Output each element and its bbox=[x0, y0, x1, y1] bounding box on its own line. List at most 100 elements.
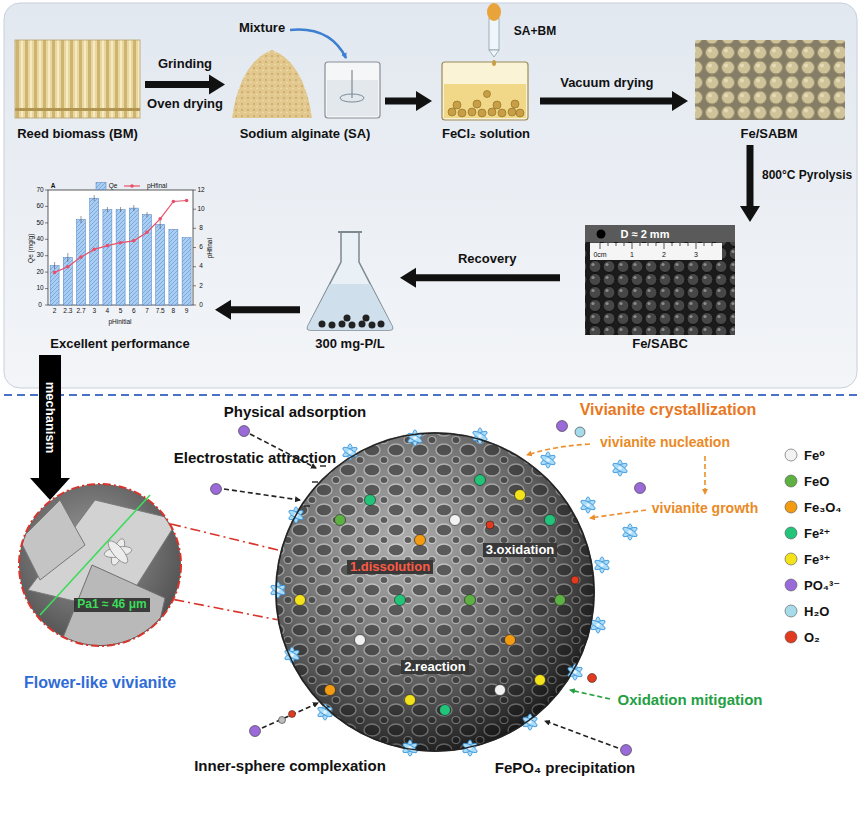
chart-text: 2.7 bbox=[76, 308, 85, 315]
legend-row: PO₄³⁻ bbox=[784, 572, 842, 598]
legend-swatch bbox=[784, 474, 798, 488]
chart-text: 2 bbox=[53, 308, 57, 315]
chart-text: 30 bbox=[36, 252, 43, 259]
arrow-head bbox=[209, 75, 225, 95]
legend-dot bbox=[785, 553, 797, 565]
arrow-head bbox=[400, 268, 416, 288]
chart-text: 6 bbox=[132, 308, 136, 315]
legend-swatch bbox=[784, 552, 798, 566]
step-label: Excellent performance bbox=[50, 337, 189, 352]
scale-text: Pa1 ≈ 46 μm bbox=[74, 598, 149, 612]
connector-shaft bbox=[145, 81, 211, 88]
chart-text: 4 bbox=[106, 308, 110, 315]
connector-shaft bbox=[385, 98, 418, 105]
connector-shaft bbox=[174, 600, 277, 620]
step-box: Fe/SABM bbox=[688, 35, 850, 145]
chart-text: 4 bbox=[199, 263, 203, 270]
step-text: 3.oxidation bbox=[483, 543, 558, 558]
chart-text: 12 bbox=[197, 187, 204, 194]
mechanism-label: Electrostatic attraction bbox=[174, 449, 337, 466]
sem-circle: Pa1 ≈ 46 μmFlower-like vivianite bbox=[18, 483, 182, 647]
size-note: D ≈ 2 mm bbox=[621, 228, 670, 241]
circle-outline bbox=[275, 432, 595, 752]
flow-arrow bbox=[740, 145, 760, 222]
legend-dot bbox=[785, 631, 797, 643]
mechanism-label: Physical adsorption bbox=[224, 403, 367, 420]
mechanism-label: FePO₄ precipitation bbox=[495, 759, 636, 776]
flow-arrow bbox=[400, 268, 560, 288]
circle-border bbox=[276, 433, 594, 751]
step-box: FeCl₂ solution bbox=[432, 35, 540, 145]
chart-text: 20 bbox=[36, 269, 43, 276]
legend-text: PO₄³⁻ bbox=[804, 578, 840, 593]
process-label: vivianite nucleation bbox=[600, 434, 730, 450]
legend-text: Fe³⁺ bbox=[804, 552, 830, 567]
chart-text: 2 bbox=[199, 283, 203, 290]
process-label: Oxidation mitigation bbox=[618, 691, 763, 708]
link-line bbox=[171, 524, 280, 551]
link-line bbox=[174, 600, 277, 620]
chart-text: pHfinal bbox=[147, 183, 167, 190]
step-label: FeCl₂ solution bbox=[442, 127, 530, 142]
chart-text: 8 bbox=[172, 308, 176, 315]
step-box: Excellent performance bbox=[25, 175, 215, 355]
legend-dot bbox=[785, 579, 797, 591]
ruler-number: 1 bbox=[630, 251, 634, 258]
flow-arrow bbox=[215, 300, 300, 320]
legend-row: Fe³⁺ bbox=[784, 546, 842, 572]
arrow-head bbox=[740, 206, 760, 222]
legend-swatch bbox=[784, 500, 798, 514]
connector-shaft bbox=[171, 524, 280, 551]
step-box: 300 mg-P/L bbox=[300, 222, 400, 355]
flow-arrow bbox=[385, 91, 432, 111]
chart-text: 0 bbox=[199, 302, 203, 309]
chart-text: 8 bbox=[199, 225, 203, 232]
chart-text: 9 bbox=[185, 308, 189, 315]
step-label: Sodium alginate (SA) bbox=[240, 127, 371, 142]
legend-text: FeO bbox=[804, 474, 829, 489]
chart-text: 3 bbox=[92, 308, 96, 315]
mechanism-label: Inner-sphere complexation bbox=[194, 757, 386, 774]
legend-dot bbox=[785, 605, 797, 617]
particle-circle: 1.dissolution2.reaction3.oxidation bbox=[275, 432, 595, 752]
legend-dot bbox=[785, 475, 797, 487]
chart-text: A bbox=[51, 183, 56, 190]
flow-arrow bbox=[30, 355, 70, 500]
connector-shaft bbox=[414, 274, 560, 281]
circle-outline bbox=[18, 483, 182, 647]
arrow-head bbox=[416, 91, 432, 111]
step-note: Oven drying bbox=[147, 97, 223, 112]
flow-arrow bbox=[145, 75, 225, 95]
chart-text: 40 bbox=[36, 236, 43, 243]
image-caption: Flower-like vivianite bbox=[24, 674, 176, 692]
chart-text: 2.3 bbox=[63, 308, 72, 315]
circle-border bbox=[19, 484, 181, 646]
legend-dot bbox=[785, 527, 797, 539]
chart-text: pHfinal bbox=[207, 238, 214, 258]
chart-text: 50 bbox=[36, 220, 43, 227]
legend-swatch bbox=[784, 630, 798, 644]
connector-shaft bbox=[540, 98, 674, 105]
legend-dot bbox=[785, 501, 797, 513]
arrow-head bbox=[672, 91, 688, 111]
chart-text: Qe bbox=[109, 183, 118, 190]
step-note: Mixture bbox=[239, 21, 285, 36]
process-label: Vivianite crystallization bbox=[580, 401, 757, 419]
legend-swatch bbox=[784, 578, 798, 592]
legend-box: Fe⁰FeOFe₃O₄Fe²⁺Fe³⁺PO₄³⁻H₂OO₂ bbox=[784, 442, 842, 650]
ruler-number: 3 bbox=[694, 251, 698, 258]
step-box: Sodium alginate (SA) bbox=[225, 35, 385, 145]
step-text: 2.reaction bbox=[401, 660, 468, 675]
chart-text: 0 bbox=[38, 302, 42, 309]
chart-text: Qe (mg/g) bbox=[29, 233, 36, 262]
chart-text: 7 bbox=[145, 308, 149, 315]
chart-text: 10 bbox=[36, 285, 43, 292]
step-label: 300 mg-P/L bbox=[315, 337, 384, 352]
legend-text: Fe⁰ bbox=[804, 448, 825, 463]
legend-swatch bbox=[784, 526, 798, 540]
connector-shaft bbox=[746, 145, 753, 208]
chart-text: 60 bbox=[36, 203, 43, 210]
step-label: Reed biomass (BM) bbox=[17, 127, 138, 142]
